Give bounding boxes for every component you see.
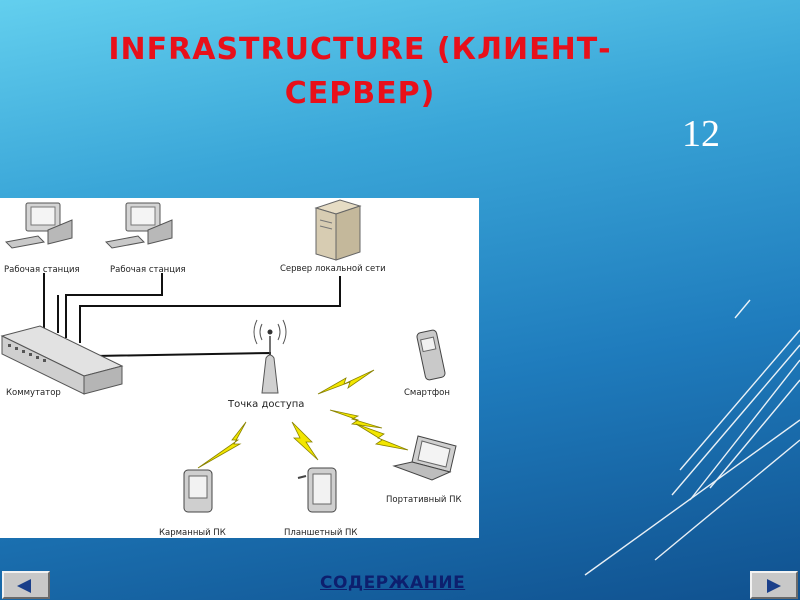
prev-slide-button[interactable] [2, 571, 50, 599]
wireless-links [197, 369, 409, 469]
network-diagram: Рабочая станция Рабочая станция Сервер л… [0, 198, 479, 538]
label-pocket-pc: Карманный ПК [159, 528, 226, 538]
switch-icon [0, 325, 124, 395]
contents-link[interactable]: СОДЕРЖАНИЕ [320, 573, 466, 593]
footer-nav: СОДЕРЖАНИЕ [0, 570, 800, 600]
label-workstation-1: Рабочая станция [4, 265, 80, 275]
network-diagram-graphics [0, 199, 457, 513]
label-server: Сервер локальной сети [280, 264, 386, 274]
arrow-left-icon [17, 579, 31, 593]
smartphone-icon [416, 329, 446, 381]
label-smartphone: Смартфон [404, 388, 450, 398]
next-slide-button[interactable] [750, 571, 798, 599]
label-tablet: Планшетный ПК [284, 528, 358, 538]
label-access-point: Точка доступа [228, 399, 305, 410]
access-point-icon [253, 319, 287, 394]
workstation-2-icon [104, 202, 173, 249]
slide-title: INFRASTRUCTURE (КЛИЕНТ-СЕРВЕР) [108, 32, 612, 111]
arrow-right-icon [767, 579, 781, 593]
pocket-pc-icon [183, 469, 213, 513]
slide-number: 12 [682, 113, 720, 155]
workstation-1-icon [4, 202, 73, 249]
label-laptop: Портативный ПК [386, 495, 462, 505]
label-workstation-2: Рабочая станция [110, 265, 186, 275]
label-switch: Коммутатор [6, 388, 61, 398]
server-icon [314, 199, 362, 261]
laptop-icon [392, 435, 457, 481]
tablet-icon [297, 467, 337, 513]
